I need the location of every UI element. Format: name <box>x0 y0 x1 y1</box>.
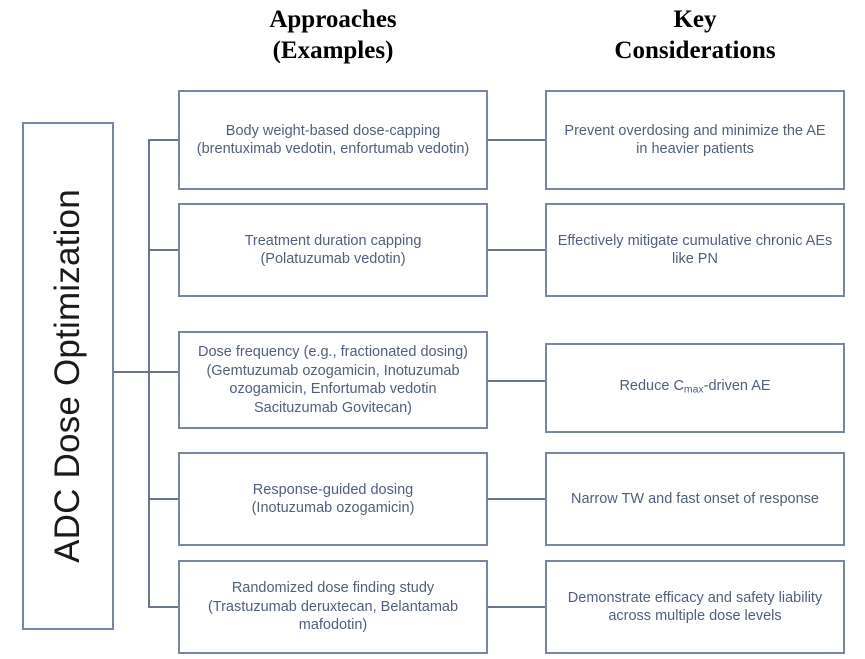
column-header-key-considerations: Key Considerations <box>614 6 776 64</box>
approach-box-2: Dose frequency (e.g., fractionated dosin… <box>178 331 488 429</box>
approach-label-1: Treatment duration capping (Polatuzumab … <box>244 232 422 268</box>
consideration-label-0: Prevent overdosing and minimize the AE i… <box>564 122 826 158</box>
consideration-label-2: Reduce Cmax-driven AE <box>619 377 771 395</box>
consideration-box-4: Demonstrate efficacy and safety liabilit… <box>545 560 845 654</box>
approach-label-3: Response-guided dosing (Inotuzumab ozoga… <box>251 481 415 517</box>
cmax-subscript: max <box>683 383 704 395</box>
connector-trunk-to-approach-1 <box>148 249 180 251</box>
approach-box-1: Treatment duration capping (Polatuzumab … <box>178 203 488 297</box>
approach-box-0: Body weight-based dose-capping (brentuxi… <box>178 90 488 190</box>
connector-trunk-to-approach-3 <box>148 498 180 500</box>
approach-label-2: Dose frequency (e.g., fractionated dosin… <box>197 344 468 416</box>
root-node-adc-dose-optimization: ADC Dose Optimization <box>22 122 114 630</box>
consideration-box-3: Narrow TW and fast onset of response <box>545 452 845 546</box>
connector-approach-1-to-consideration-1 <box>487 249 547 251</box>
connector-trunk-vertical <box>148 139 150 607</box>
connector-trunk-to-approach-0 <box>148 139 180 141</box>
connector-root-to-trunk <box>114 371 150 373</box>
consideration-label-1: Effectively mitigate cumulative chronic … <box>557 232 833 268</box>
consideration-box-0: Prevent overdosing and minimize the AE i… <box>545 90 845 190</box>
consideration-box-1: Effectively mitigate cumulative chronic … <box>545 203 845 297</box>
connector-approach-4-to-consideration-4 <box>487 606 547 608</box>
root-node-label: ADC Dose Optimization <box>48 189 87 563</box>
consideration-label-4: Demonstrate efficacy and safety liabilit… <box>567 589 823 625</box>
connector-approach-0-to-consideration-0 <box>487 139 547 141</box>
approach-label-4: Randomized dose finding study (Trastuzum… <box>207 580 459 634</box>
approach-box-3: Response-guided dosing (Inotuzumab ozoga… <box>178 452 488 546</box>
column-header-approaches: Approaches (Examples) <box>269 6 397 64</box>
consideration-box-2: Reduce Cmax-driven AE <box>545 343 845 433</box>
connector-approach-3-to-consideration-3 <box>487 498 547 500</box>
connector-trunk-to-approach-4 <box>148 606 180 608</box>
connector-trunk-to-approach-2 <box>148 371 180 373</box>
connector-approach-2-to-consideration-2 <box>487 380 547 382</box>
approach-label-0: Body weight-based dose-capping (brentuxi… <box>196 122 470 158</box>
consideration-label-3: Narrow TW and fast onset of response <box>571 490 819 507</box>
approach-box-4: Randomized dose finding study (Trastuzum… <box>178 560 488 654</box>
